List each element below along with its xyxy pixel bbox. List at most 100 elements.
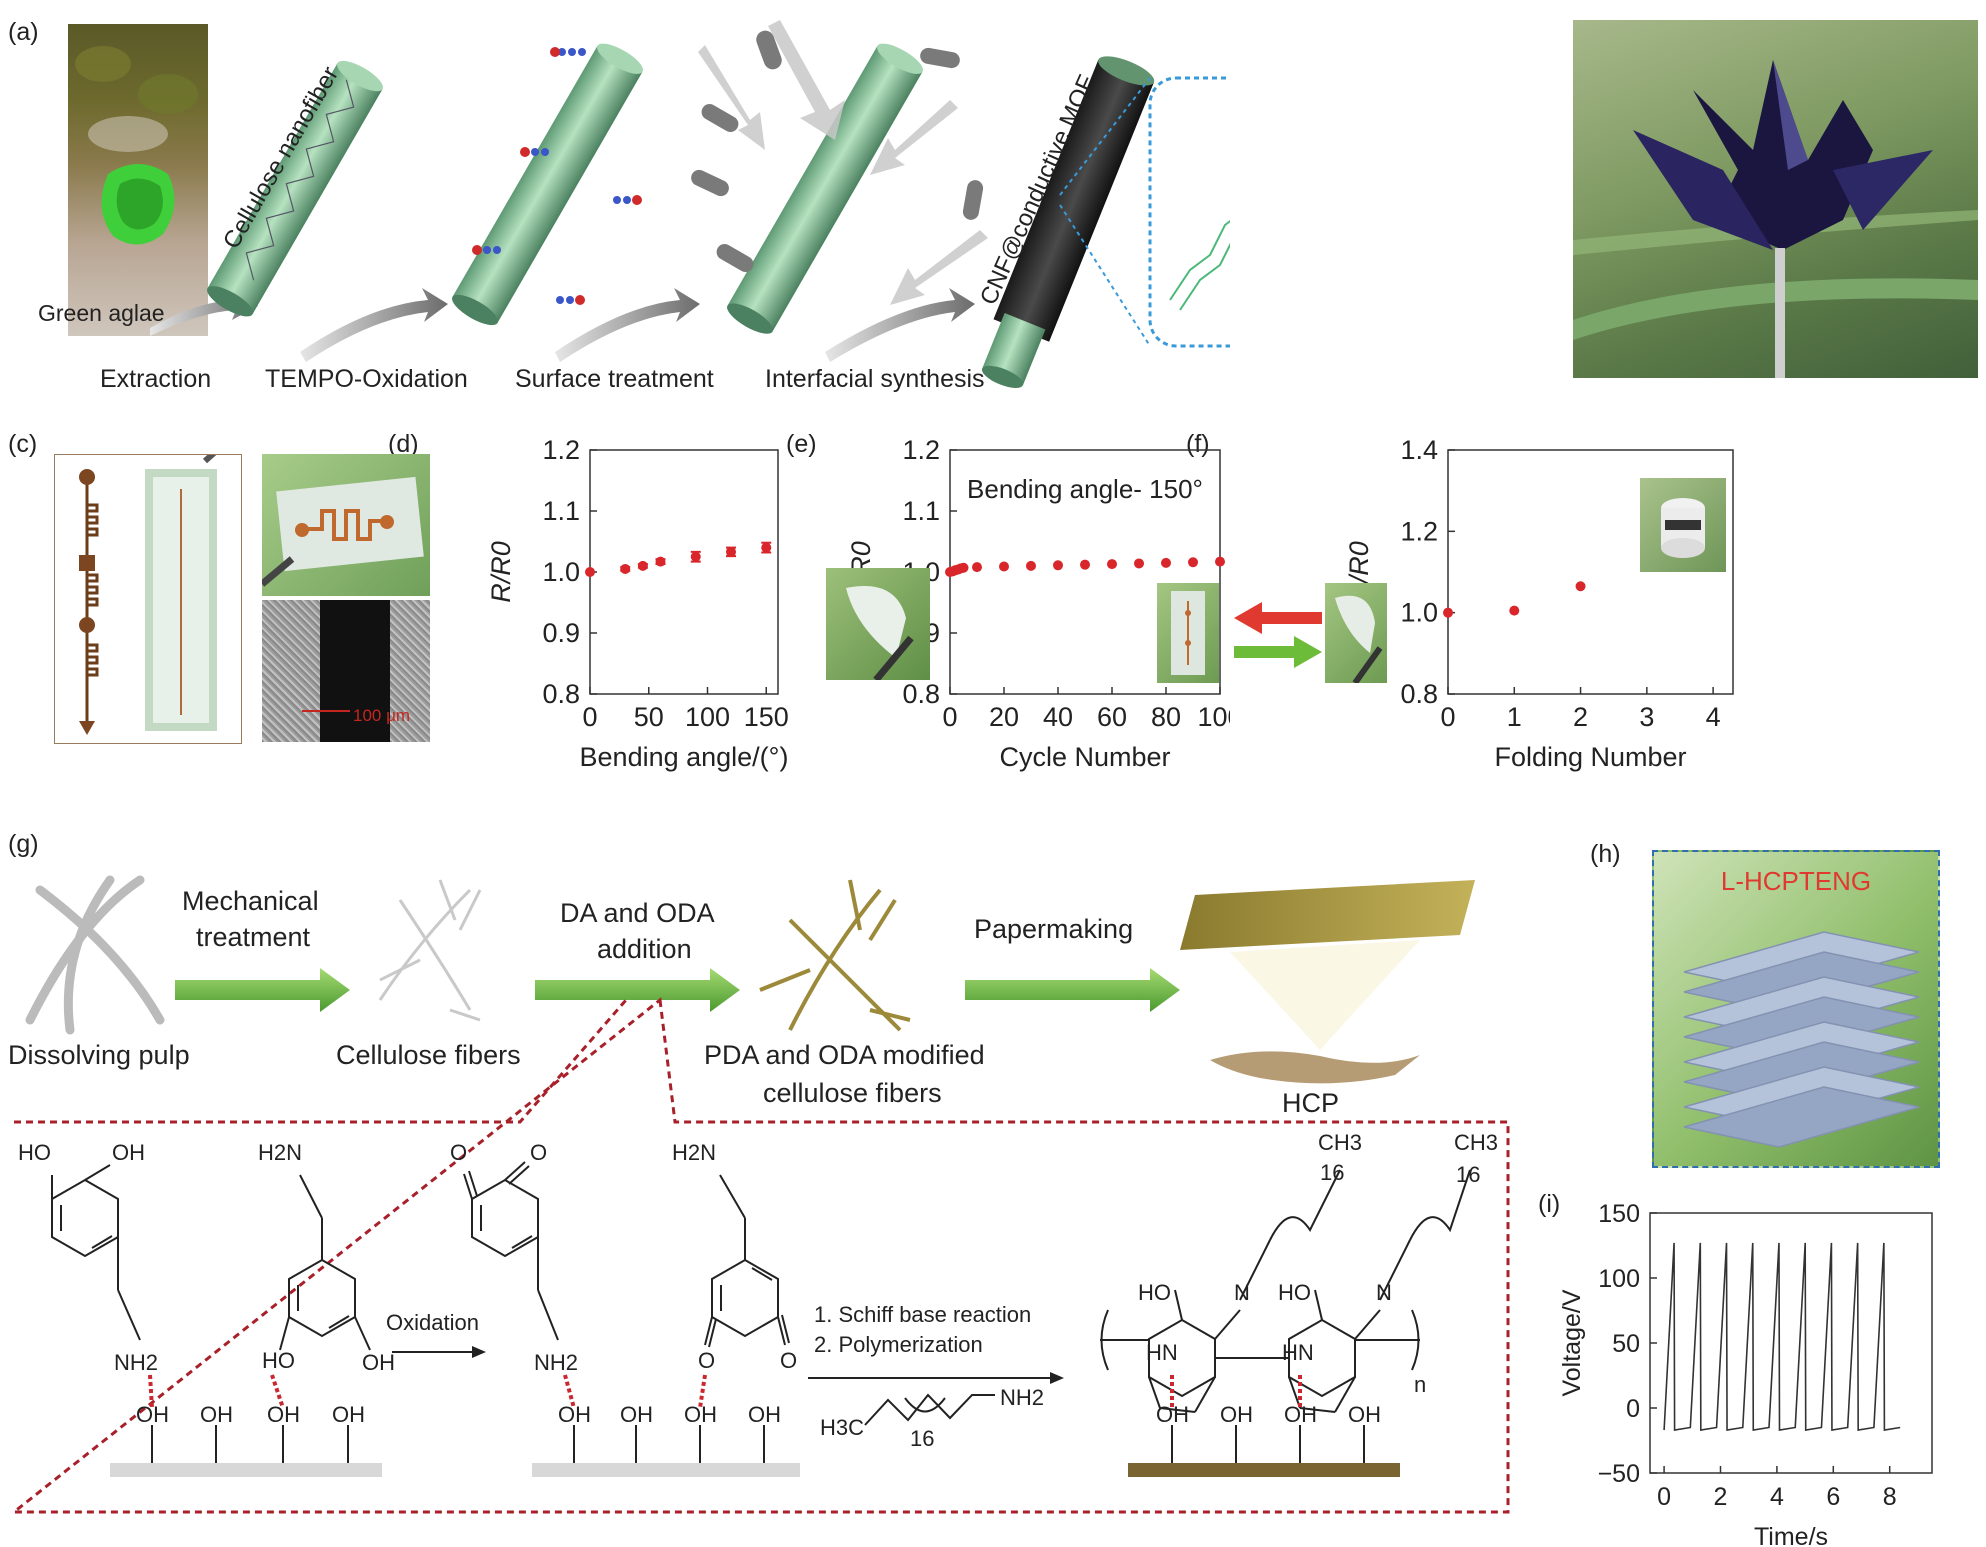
oh-text: OH xyxy=(332,1402,365,1427)
surface-treatment-cylinder xyxy=(452,43,643,326)
x-axis-label: Bending angle/(°) xyxy=(580,742,789,772)
data-point xyxy=(637,560,648,571)
data-point xyxy=(655,556,666,567)
x-tick-label: 0 xyxy=(582,702,597,732)
x-tick-label: 60 xyxy=(1097,702,1127,732)
plot-frame xyxy=(1447,449,1734,695)
cnf-conductive-mof-cylinder xyxy=(981,56,1155,388)
x-tick-label: 80 xyxy=(1151,702,1181,732)
flow-arrows xyxy=(698,20,988,305)
nh2-text: NH2 xyxy=(534,1350,578,1375)
panel-label-g: (g) xyxy=(8,830,39,858)
origami-flower-photo xyxy=(1573,20,1978,378)
algae-photo xyxy=(68,24,208,336)
sub-n-text: n xyxy=(1414,1372,1426,1397)
stage-tempo-oxidation: TEMPO-Oxidation xyxy=(265,365,468,393)
data-point xyxy=(1107,559,1117,570)
ho-text: HO xyxy=(18,1140,51,1165)
data-point xyxy=(999,561,1009,572)
oh-text: OH xyxy=(1348,1402,1381,1427)
stage-extraction: Extraction xyxy=(100,365,212,393)
papermaking-label: Papermaking xyxy=(974,914,1134,944)
cellulose-fibers-image xyxy=(378,879,482,1022)
l-hcpteng-label: L-HCPTENG xyxy=(1720,866,1872,896)
oh-text: OH xyxy=(1220,1402,1253,1427)
x-axis-label: Folding Number xyxy=(1494,742,1686,772)
x-tick-label: 20 xyxy=(989,702,1019,732)
data-point xyxy=(585,567,595,577)
hn-text: HN xyxy=(1146,1340,1178,1365)
y-tick-label: 50 xyxy=(1612,1330,1640,1358)
ho-text: HO xyxy=(1278,1280,1311,1305)
x-tick-label: 3 xyxy=(1639,702,1654,732)
y-tick-label: 1.2 xyxy=(542,435,580,465)
oxidation-text: Oxidation xyxy=(386,1310,479,1335)
sub16-text: 16 xyxy=(1320,1160,1344,1185)
nh2-text: NH2 xyxy=(114,1350,158,1375)
oh-text: OH xyxy=(362,1350,395,1375)
y-tick-label: 100 xyxy=(1598,1265,1640,1293)
precursor-capsules xyxy=(691,30,984,272)
x-tick-label: 2 xyxy=(1714,1483,1728,1511)
data-point xyxy=(1443,607,1453,618)
oh-text: OH xyxy=(748,1402,781,1427)
y-tick-label: 0.8 xyxy=(1400,679,1438,709)
h2n-text: H2N xyxy=(672,1140,716,1165)
data-point xyxy=(958,562,969,573)
x-tick-label: 2 xyxy=(1573,702,1588,732)
oh-text: OH xyxy=(620,1402,653,1427)
panel-label-b: (b) xyxy=(1248,28,1279,56)
oh-text: OH xyxy=(200,1402,233,1427)
data-point xyxy=(1575,581,1586,592)
voltage-trace xyxy=(1663,1242,1901,1432)
panel-label-e: (e) xyxy=(786,430,817,458)
ho-text: HO xyxy=(1138,1280,1171,1305)
oh-text: OH xyxy=(1156,1402,1189,1427)
inset-circuit-photo xyxy=(1157,583,1219,683)
panel-label-i: (i) xyxy=(1538,1190,1561,1218)
oh-text: OH xyxy=(112,1140,145,1165)
y-tick-label: 1.1 xyxy=(902,496,940,526)
y-axis-label: Voltage/V xyxy=(1558,1289,1586,1396)
x-tick-label: 8 xyxy=(1883,1483,1897,1511)
nh2-text: NH2 xyxy=(1000,1385,1044,1410)
x-axis-label: Cycle Number xyxy=(999,742,1170,772)
o-text: O xyxy=(530,1140,547,1165)
step1-text: 1. Schiff base reaction xyxy=(814,1302,1031,1327)
x-tick-label: 4 xyxy=(1770,1483,1784,1511)
data-point xyxy=(1188,557,1198,568)
hn-text: HN xyxy=(1282,1340,1314,1365)
green-arrow-1 xyxy=(175,968,350,1012)
da-oda-label: DA and ODA xyxy=(560,898,715,928)
oh-text: OH xyxy=(267,1402,300,1427)
data-point xyxy=(726,546,736,557)
oh-text: OH xyxy=(558,1402,591,1427)
zoom-box xyxy=(1148,76,1230,348)
dissolving-pulp-fibers xyxy=(25,875,165,1035)
green-arrow-2 xyxy=(535,968,740,1012)
y-tick-label: 1.0 xyxy=(1400,598,1438,628)
surface-groups xyxy=(472,47,642,305)
chart-annotation: Bending angle- 150° xyxy=(967,474,1203,504)
data-point xyxy=(1053,560,1063,571)
data-point xyxy=(1215,556,1225,567)
h2n-text: H2N xyxy=(258,1140,302,1165)
cellulose-chain-green xyxy=(1169,220,1230,311)
step2-text: 2. Polymerization xyxy=(814,1332,983,1357)
x-tick-label: 50 xyxy=(634,702,664,732)
x-tick-label: 100 xyxy=(1197,702,1230,732)
y-tick-label: 0.9 xyxy=(542,618,580,648)
addition-label: addition xyxy=(597,934,692,964)
h3c-text: H3C xyxy=(820,1415,864,1440)
x-tick-label: 0 xyxy=(942,702,957,732)
interfacial-synthesis-cylinder xyxy=(727,43,923,334)
cellulose-fibers-label: Cellulose fibers xyxy=(336,1040,521,1070)
data-point xyxy=(761,542,772,553)
data-point xyxy=(1161,557,1171,568)
panel-label-f: (f) xyxy=(1186,430,1210,458)
x-tick-label: 100 xyxy=(685,702,730,732)
circuit-drawing-frame xyxy=(54,442,242,744)
x-tick-label: 0 xyxy=(1440,702,1455,732)
